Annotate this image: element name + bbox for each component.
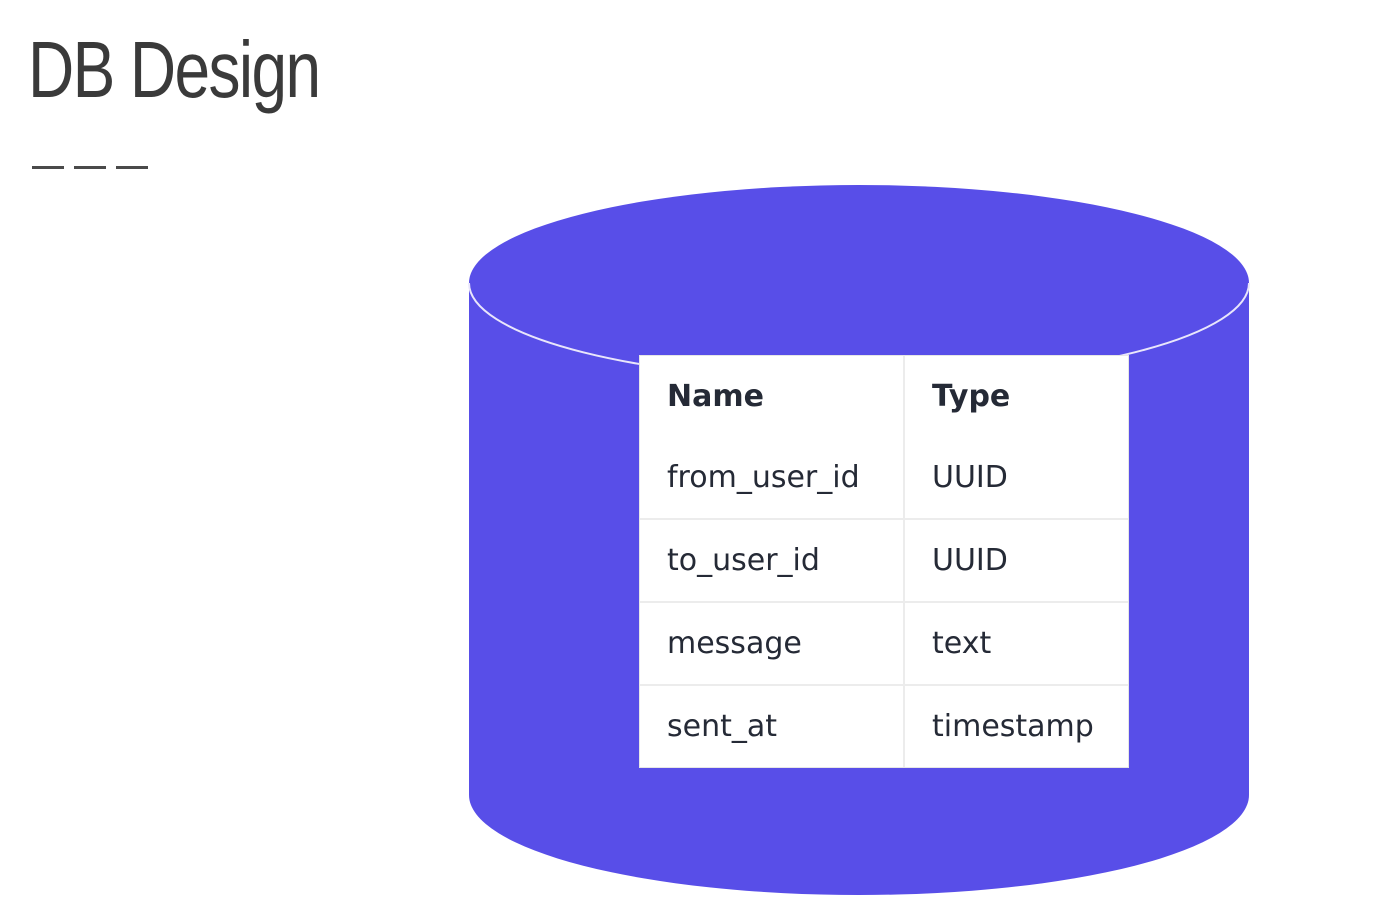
- column-header-type: Type: [903, 356, 1128, 437]
- table-header-row: Name Type: [640, 356, 1128, 437]
- field-type-cell: text: [903, 601, 1128, 685]
- schema-table: Name Type from_user_id UUID to_user_id U…: [640, 356, 1128, 767]
- table-row: message text: [640, 601, 1128, 685]
- cylinder-top: [469, 185, 1249, 381]
- field-name-cell: to_user_id: [640, 518, 904, 602]
- table-row: to_user_id UUID: [640, 518, 1128, 602]
- field-type-cell: UUID: [903, 437, 1128, 519]
- slide-title: DB Design: [28, 25, 321, 114]
- field-name-cell: sent_at: [640, 684, 904, 767]
- table-row: from_user_id UUID: [640, 437, 1128, 519]
- column-header-name: Name: [667, 379, 764, 414]
- title-underline: [32, 166, 152, 169]
- field-type-cell: UUID: [903, 518, 1128, 602]
- field-type-cell: timestamp: [903, 684, 1128, 767]
- field-name-cell: from_user_id: [667, 460, 860, 495]
- table-row: sent_at timestamp: [640, 684, 1128, 767]
- field-name-cell: message: [640, 601, 904, 685]
